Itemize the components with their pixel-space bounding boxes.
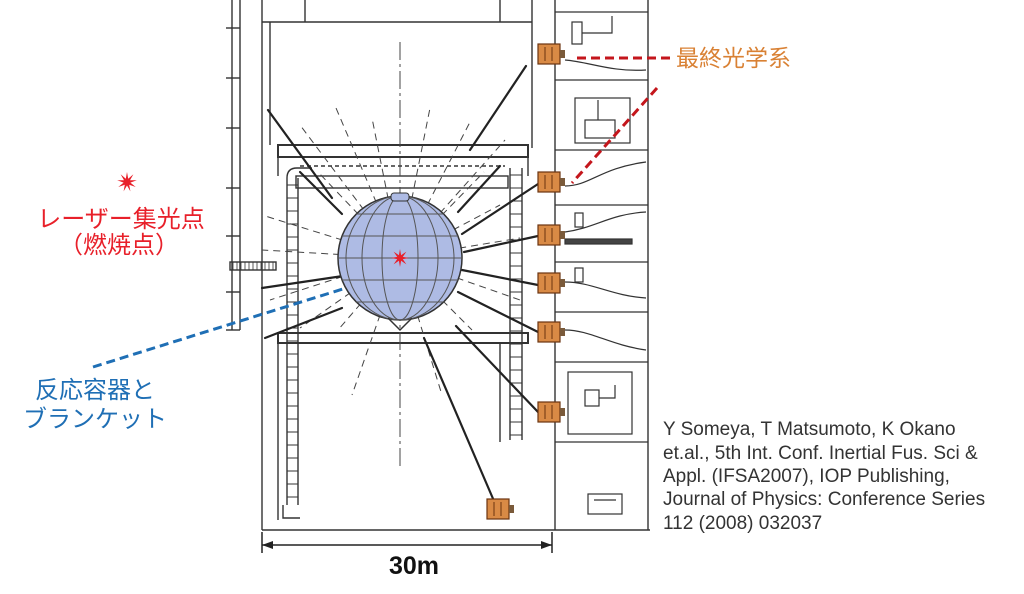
room-cabinet: [567, 371, 633, 435]
optics-housing: [537, 401, 561, 423]
optics-leader: [570, 86, 659, 185]
beam-path: [298, 170, 344, 216]
beam-path: [263, 306, 344, 340]
radial-line: [399, 257, 521, 301]
upper-deck-girder: [295, 175, 509, 189]
final-optics-label: 最終光学系: [676, 46, 791, 72]
citation-line: Journal of Physics: Conference Series: [663, 489, 985, 510]
optics-mount: [560, 50, 565, 58]
optics-mount: [560, 328, 565, 336]
beam-path: [456, 290, 540, 334]
dimension-arrow: [541, 541, 552, 549]
citation-line: et.al., 5th Int. Conf. Inertial Fus. Sci…: [663, 443, 978, 464]
room-device: [574, 267, 584, 283]
optics-mount: [509, 505, 514, 513]
vessel-label-line2: ブランケット: [23, 405, 167, 433]
room-pipe: [599, 385, 616, 399]
final-optics-units: [486, 43, 565, 520]
optics-housing: [537, 321, 561, 343]
cable: [564, 211, 647, 233]
burst-icon: [391, 249, 409, 267]
beam-path: [468, 64, 528, 152]
callout-leaders: [92, 56, 670, 369]
building-structure: [226, 0, 650, 531]
room-pipe: [582, 16, 613, 34]
citation-line: Y Someya, T Matsumoto, K Okano: [663, 419, 956, 440]
final-optics-unit: [537, 401, 565, 423]
radial-line: [317, 171, 401, 259]
optics-housing: [537, 224, 561, 246]
room-device: [587, 493, 623, 515]
drain-pipe: [282, 505, 300, 519]
citation: Y Someya, T Matsumoto, K Okano et.al., 5…: [663, 419, 985, 534]
optics-mount: [560, 178, 565, 186]
lower-deck: [277, 332, 529, 344]
room-device: [574, 212, 584, 228]
room-device: [584, 119, 616, 139]
upper-deck: [277, 144, 529, 158]
beam-path: [460, 268, 540, 287]
citation-line: Appl. (IFSA2007), IOP Publishing,: [663, 466, 950, 487]
radial-line: [269, 257, 401, 301]
final-optics-unit: [537, 43, 565, 65]
side-rooms: [555, 11, 648, 515]
dimension-arrow: [262, 541, 273, 549]
beam-path: [422, 336, 499, 510]
beam-paths: [260, 64, 540, 510]
final-optics-unit: [537, 321, 565, 343]
bellows: [564, 238, 633, 245]
cable: [564, 329, 647, 351]
beam-path: [454, 324, 540, 414]
cable: [564, 281, 647, 299]
beam-path: [456, 164, 502, 214]
final-optics-unit: [537, 272, 565, 294]
cable: [564, 161, 647, 187]
dimension-label: 30m: [389, 552, 439, 580]
dimension-marker: [261, 532, 553, 553]
optics-mount: [560, 408, 565, 416]
vessel-blanket-label: 反応容器と ブランケット: [23, 376, 167, 433]
optics-housing: [537, 272, 561, 294]
cable: [564, 59, 647, 71]
optics-housing: [537, 171, 561, 193]
citation-line: 112 (2008) 032037: [663, 513, 822, 534]
beam-path: [462, 234, 540, 254]
beam-path: [260, 274, 345, 290]
left-ladder-bend: [286, 167, 312, 179]
vessel-leader: [92, 286, 347, 369]
vessel-label-line1: 反応容器と: [35, 376, 155, 404]
optics-mount: [560, 279, 565, 287]
burst-icon: [117, 172, 137, 192]
laser-focus-label-line2: （燃焼点）: [59, 231, 179, 259]
final-optics-unit: [537, 224, 565, 246]
vessel-top-port: [390, 192, 410, 202]
final-optics-unit: [486, 498, 514, 520]
beam-path: [460, 182, 540, 236]
final-optics-unit: [537, 171, 565, 193]
optics-housing: [537, 43, 561, 65]
optics-housing: [486, 498, 510, 520]
vessel-support: [387, 317, 413, 332]
laser-focus-label: レーザー集光点 （燃焼点）: [37, 172, 205, 259]
optics-mount: [560, 231, 565, 239]
beam-path: [266, 108, 334, 200]
laser-focus-label-line1: レーザー集光点: [37, 205, 205, 233]
reaction-chamber: [337, 192, 463, 332]
room-cabinet: [574, 97, 631, 144]
